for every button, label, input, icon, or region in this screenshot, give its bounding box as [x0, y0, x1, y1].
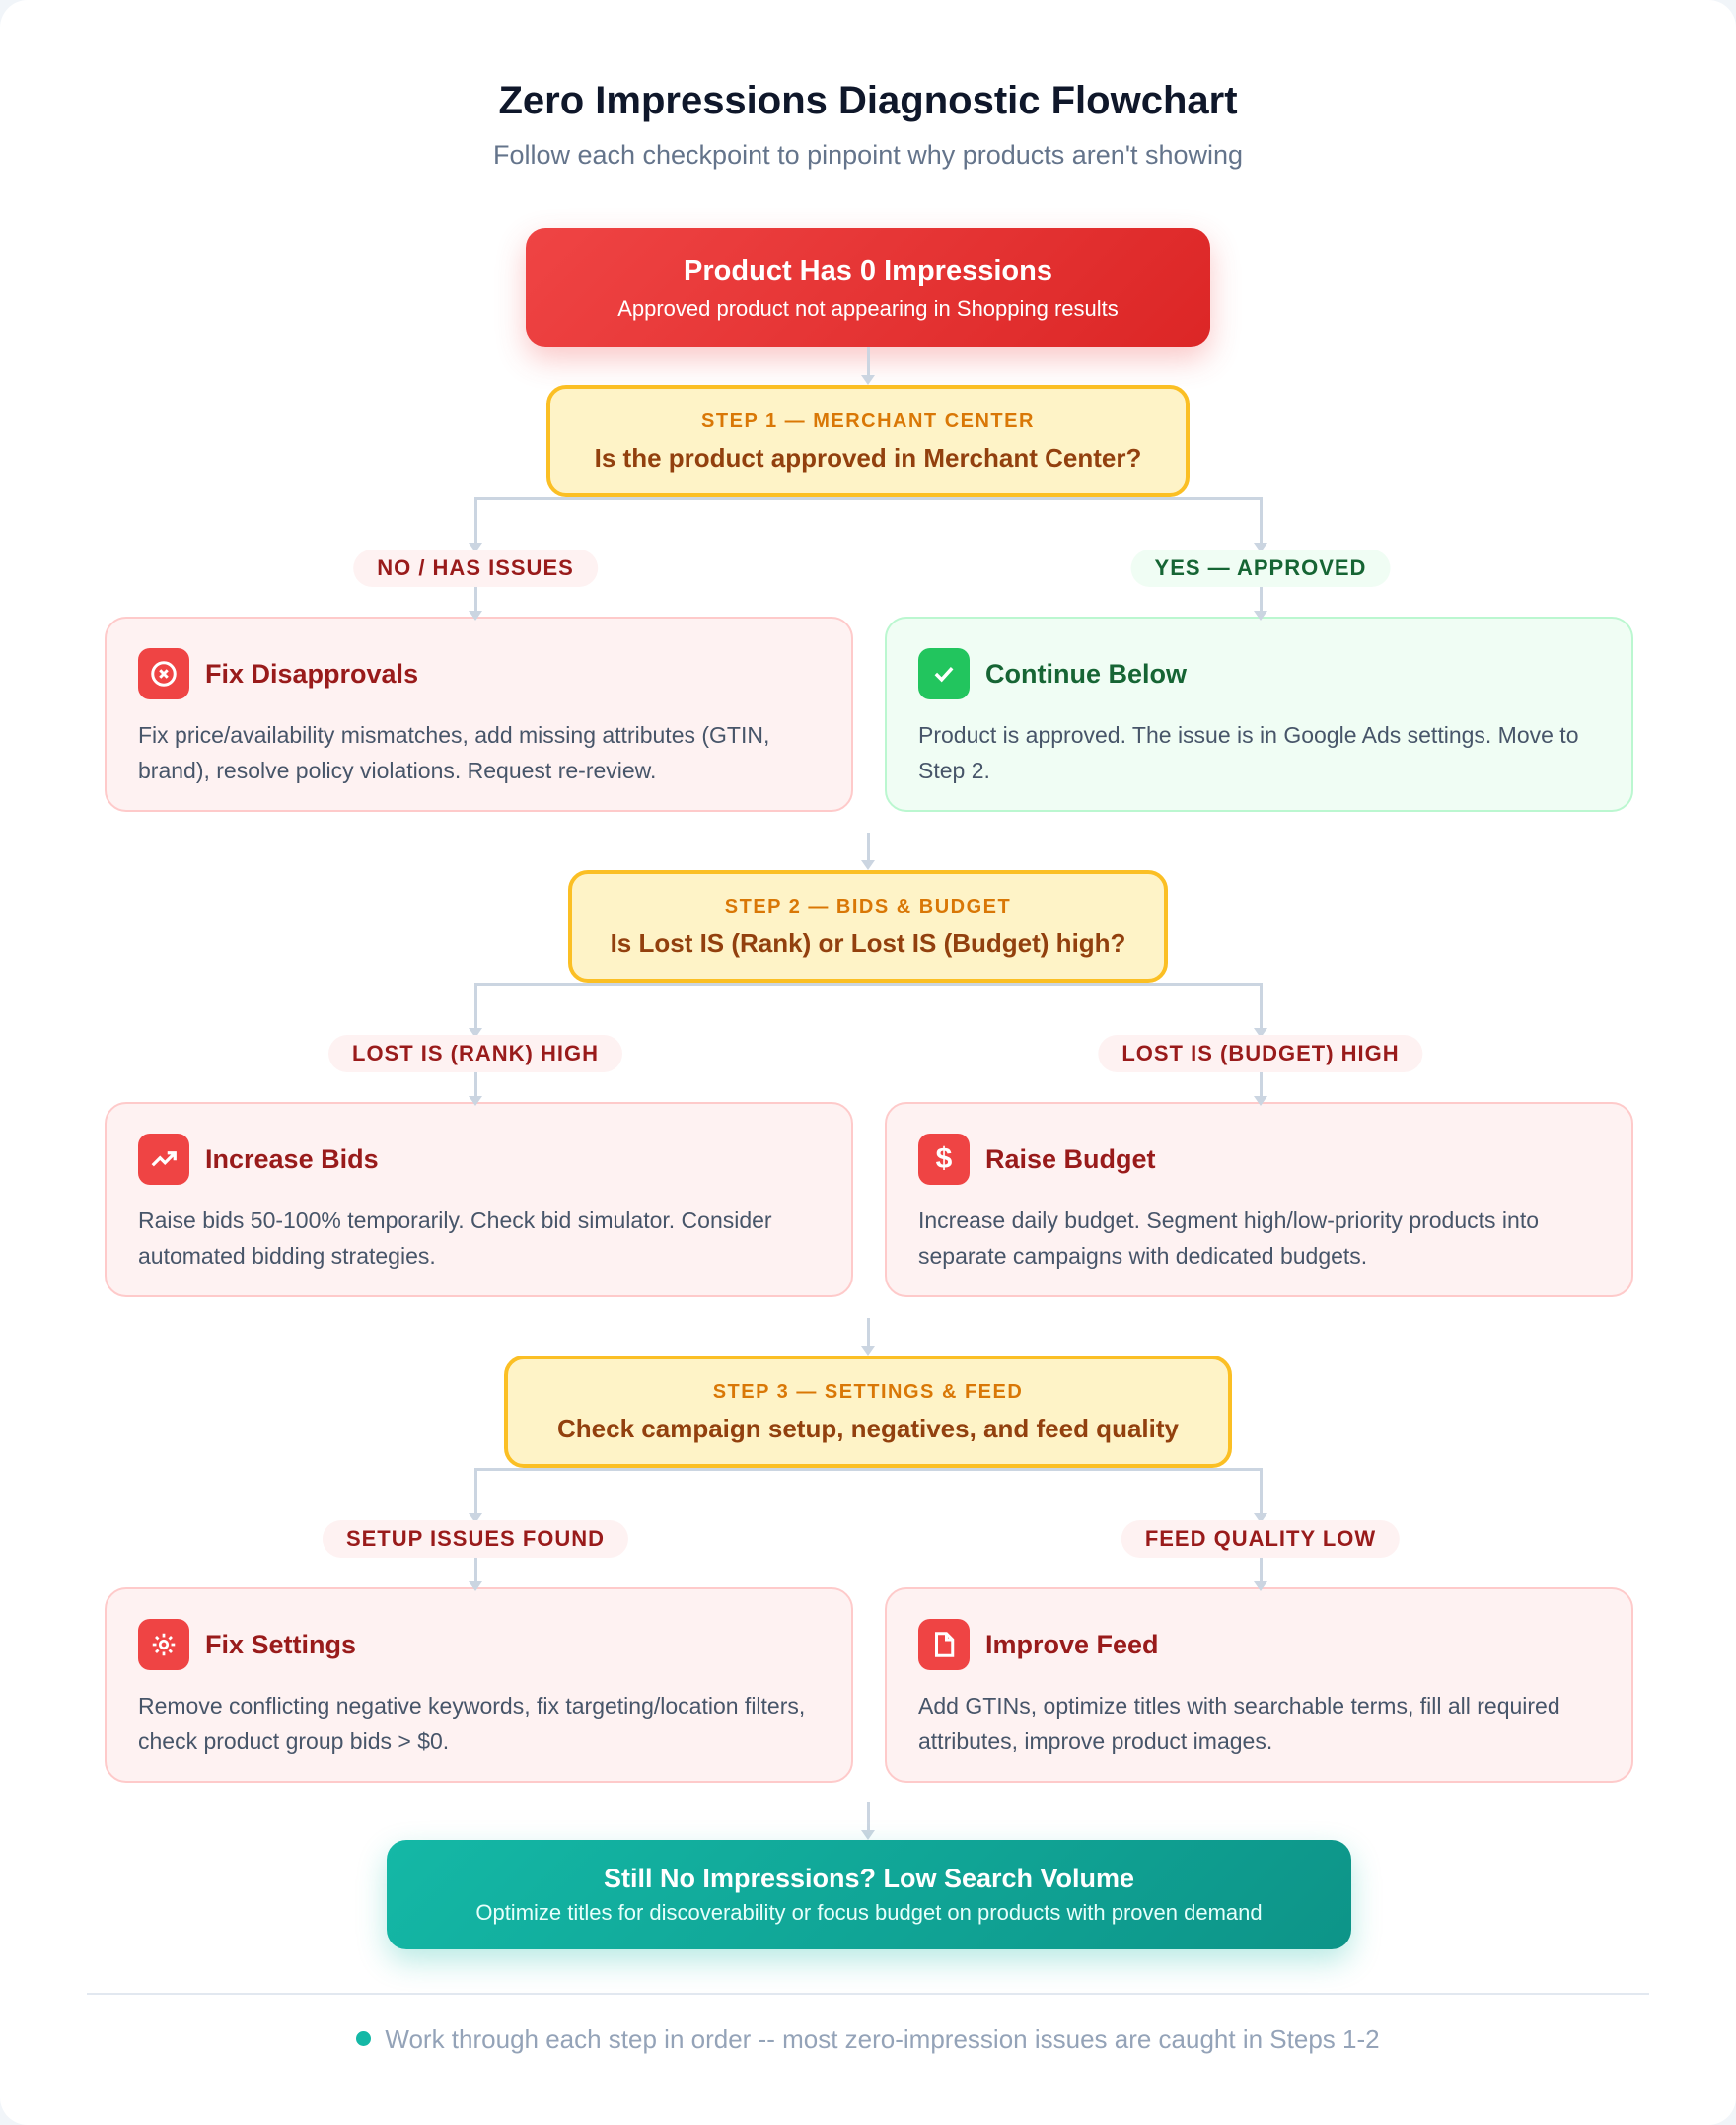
arrow-head — [1254, 1028, 1267, 1038]
card-description: Product is approved. The issue is in Goo… — [918, 722, 1579, 783]
branch-label-right: LOST IS (BUDGET) HIGH — [1098, 1035, 1423, 1072]
divider — [87, 1993, 1649, 1995]
footer-note: Work through each step in order -- most … — [0, 2024, 1736, 2055]
arrow-head — [469, 543, 482, 552]
step-kicker: STEP 3 — SETTINGS & FEED — [712, 1381, 1024, 1403]
branch-line — [1260, 1558, 1263, 1585]
branch-label-right: YES — APPROVED — [1130, 550, 1391, 587]
check-icon — [918, 648, 970, 699]
connector — [867, 833, 870, 862]
arrow-head — [1254, 543, 1267, 552]
branch-line — [474, 497, 1262, 500]
page-title: Zero Impressions Diagnostic Flowchart — [498, 79, 1238, 122]
branch-line — [474, 1558, 477, 1585]
start-node: Product Has 0 Impressions Approved produ… — [526, 228, 1210, 347]
branch-line — [1260, 983, 1263, 1032]
branch-line — [1260, 1072, 1263, 1100]
step-kicker: STEP 2 — BIDS & BUDGET — [724, 896, 1012, 917]
settings-icon — [138, 1619, 189, 1670]
end-subtitle: Optimize titles for discoverability or f… — [475, 1900, 1263, 1925]
end-node: Still No Impressions? Low Search Volume … — [387, 1840, 1351, 1949]
branch-line — [474, 1072, 477, 1100]
step-question: Is Lost IS (Rank) or Lost IS (Budget) hi… — [610, 928, 1126, 958]
card-title: Continue Below — [985, 658, 1187, 689]
page-subtitle: Follow each checkpoint to pinpoint why p… — [492, 140, 1244, 170]
arrow-head — [1254, 1513, 1267, 1523]
step-3-decision: STEP 3 — SETTINGS & FEED Check campaign … — [504, 1356, 1232, 1468]
step-question: Check campaign setup, negatives, and fee… — [557, 1414, 1179, 1443]
branch-line — [474, 1468, 477, 1517]
outcome-card-left: Increase Bids Raise bids 50-100% tempora… — [105, 1102, 853, 1297]
card-description: Raise bids 50-100% temporarily. Check bi… — [138, 1208, 772, 1269]
branch-line — [474, 983, 477, 1032]
branch-label-left: SETUP ISSUES FOUND — [322, 1520, 629, 1558]
start-title: Product Has 0 Impressions — [684, 256, 1052, 287]
connector — [867, 1802, 870, 1834]
arrow-head — [861, 1346, 875, 1356]
card-title: Improve Feed — [985, 1629, 1159, 1659]
branch-line — [474, 983, 1262, 986]
branch-line — [1260, 1468, 1263, 1517]
arrow-head — [469, 1513, 482, 1523]
outcome-card-right: $ Raise Budget Increase daily budget. Se… — [885, 1102, 1633, 1297]
branch-line — [474, 1468, 1262, 1471]
branch-line — [1260, 497, 1263, 547]
bullet-dot-icon — [356, 2030, 372, 2046]
card-title: Increase Bids — [205, 1143, 379, 1174]
end-title: Still No Impressions? Low Search Volume — [603, 1864, 1135, 1893]
step-2-decision: STEP 2 — BIDS & BUDGET Is Lost IS (Rank)… — [568, 870, 1168, 983]
arrow-head — [469, 1581, 482, 1591]
outcome-card-right: Improve Feed Add GTINs, optimize titles … — [885, 1587, 1633, 1783]
branch-line — [474, 497, 477, 547]
connector — [867, 347, 870, 377]
arrow-head — [1254, 611, 1267, 621]
arrow-head — [861, 1830, 875, 1840]
step-question: Is the product approved in Merchant Cent… — [594, 443, 1142, 473]
card-description: Remove conflicting negative keywords, fi… — [138, 1693, 806, 1754]
outcome-card-right: Continue Below Product is approved. The … — [885, 617, 1633, 812]
card-description: Increase daily budget. Segment high/low-… — [918, 1208, 1540, 1269]
x-circle-icon — [138, 648, 189, 699]
card-title: Fix Settings — [205, 1629, 357, 1659]
card-description: Fix price/availability mismatches, add m… — [138, 722, 770, 783]
outcome-card-left: Fix Settings Remove conflicting negative… — [105, 1587, 853, 1783]
outcome-card-left: Fix Disapprovals Fix price/availability … — [105, 617, 853, 812]
arrow-head — [861, 375, 875, 385]
branch-label-right: FEED QUALITY LOW — [1121, 1520, 1401, 1558]
connector — [867, 1318, 870, 1348]
card-title: Fix Disapprovals — [205, 658, 419, 689]
branch-label-left: NO / HAS ISSUES — [353, 550, 598, 587]
arrow-head — [1254, 1581, 1267, 1591]
arrow-head — [469, 611, 482, 621]
start-subtitle: Approved product not appearing in Shoppi… — [617, 296, 1119, 321]
branch-line — [1260, 587, 1263, 615]
arrow-head — [1254, 1096, 1267, 1106]
trending-up-icon — [138, 1134, 189, 1185]
dollar-icon: $ — [918, 1134, 970, 1185]
step-kicker: STEP 1 — MERCHANT CENTER — [701, 410, 1035, 432]
arrow-head — [469, 1028, 482, 1038]
branch-label-left: LOST IS (RANK) HIGH — [328, 1035, 622, 1072]
branch-line — [474, 587, 477, 615]
arrow-head — [861, 860, 875, 870]
step-1-decision: STEP 1 — MERCHANT CENTER Is the product … — [546, 385, 1190, 497]
arrow-head — [469, 1096, 482, 1106]
card-description: Add GTINs, optimize titles with searchab… — [918, 1693, 1560, 1754]
footer-text: Work through each step in order -- most … — [385, 2024, 1380, 2054]
card-title: Raise Budget — [985, 1143, 1156, 1174]
file-icon — [918, 1619, 970, 1670]
